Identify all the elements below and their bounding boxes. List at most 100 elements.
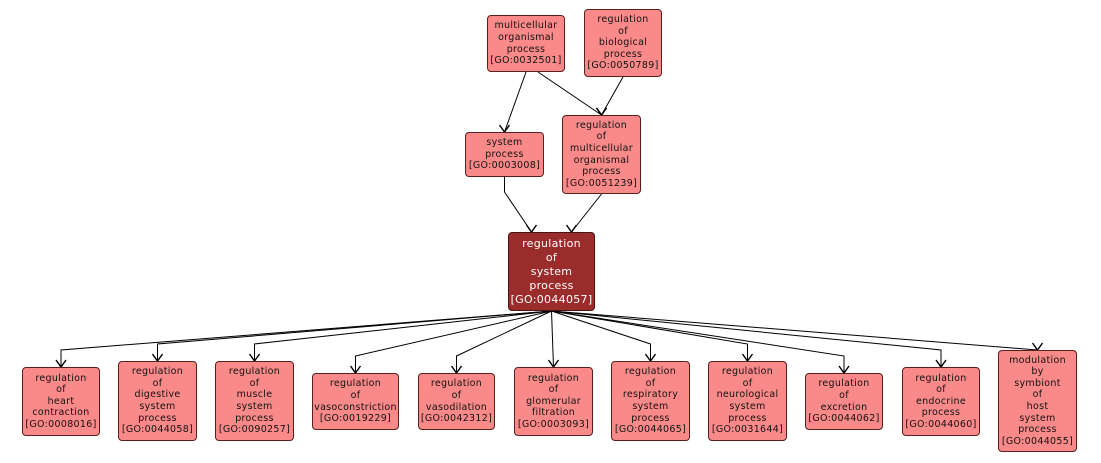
node-label-line: symbiont [1014,377,1061,389]
node-label-line: neurological [716,389,779,401]
node-label-line: of [451,389,462,401]
node-go-id: [GO:0042312] [420,413,493,425]
node-label-line: regulation [818,378,870,390]
node-label-line: of [548,384,559,396]
node-label-line: process [728,412,767,424]
node-label-line: multicellular [570,142,633,154]
node-label-line: contraction [32,407,90,419]
node-label-line: of [742,377,753,389]
edge-arrowhead [1031,342,1044,352]
node-label-line: of [350,389,361,401]
node-label-line: digestive [134,389,181,401]
node-go-id: [GO:0044058] [121,424,194,436]
node-label-line: system [1019,412,1056,424]
node-label-line: heart [47,395,75,407]
node-label-line: endocrine [915,395,967,407]
node-go-id: [GO:0031644] [711,424,784,436]
node-label-line: of [1032,389,1043,401]
edge-GO0044057-to-GO0019229 [355,310,552,373]
node-label-line: of [839,389,849,401]
node-label-line: system [139,401,176,412]
node-label-line: of [249,377,260,389]
node-label-line: regulation [522,236,581,250]
node-label-line: respiratory [622,389,679,401]
edge-GO0044057-to-GO0031644 [551,310,748,361]
node-label-line: process [921,407,961,419]
node-label-line: regulation [228,366,281,378]
node-label-line: regulation [329,378,382,390]
node-label-line: of [596,131,607,143]
node-label-line: system [236,401,273,412]
node-label-line: process [631,412,670,424]
edge-GO0044057-to-GO0008016 [60,310,552,367]
edge-arrowhead [565,224,578,234]
node-label-line: process [1018,424,1057,436]
node-go-id: [GO:0044065] [614,424,687,436]
node-label-line: regulation [624,366,677,378]
node-label-line: process [506,43,546,55]
node-label-line: regulation [131,366,184,378]
edge-GO0044057-to-GO0003093 [551,310,554,368]
node-label-line: process [485,148,524,160]
node-label-line: excretion [820,401,868,413]
node-go-id: [GO:0032501] [490,55,562,67]
node-label-line: of [545,250,558,264]
edge-GO0044057-to-GO0044058 [157,310,552,361]
node-label-line: by [1031,366,1044,378]
node-label-line: of [152,377,163,389]
node-label-line: multicellular [494,20,558,32]
edge-GO0003008-to-GO0044057 [504,177,532,233]
node-go-id: [GO:0003008] [468,160,541,172]
edge-GO0044057-to-GO0044065 [551,310,651,361]
node-label-line: process [529,278,574,292]
edge-GO0051239-to-GO0044057 [571,193,602,233]
node-label-line: modulation [1009,354,1066,366]
node-label-line: system [632,401,669,412]
edge-GO0032501-to-GO0003008 [504,71,527,133]
node-label-line: biological [598,37,648,49]
node-label-line: of [618,25,628,37]
node-go-id: [GO:0019229] [319,413,392,425]
edge-GO0044057-to-GO0090257 [254,310,552,361]
edge-GO0032501-to-GO0051239 [537,71,602,116]
edge-GO0044057-to-GO0044055 [551,310,1038,351]
node-label-line: filtration [531,407,576,419]
node-label-line: glomerular [526,395,581,407]
node-label-line: vasodilation [425,401,488,413]
node-label-line: system [486,137,523,149]
node-label-line: vasoconstriction [314,401,397,413]
node-label-line: process [582,166,621,178]
node-label-line: regulation [915,372,967,384]
node-label-line: of [645,377,656,389]
node-label-line: regulation [721,366,774,378]
node-go-id: [GO:0008016] [25,418,97,430]
edge-GO0050789-to-GO0051239 [601,76,624,116]
node-label-line: of [936,384,946,396]
node-go-id: [GO:0044057] [510,292,593,306]
node-label-line: regulation [575,119,628,131]
edge-GO0044057-to-GO0042312 [456,310,552,373]
node-label-line: process [235,412,274,424]
node-go-id: [GO:0003093] [517,418,590,430]
node-label-line: system [530,264,573,278]
node-go-id: [GO:0044060] [905,418,977,430]
node-go-id: [GO:0044055] [1001,435,1074,447]
node-go-id: [GO:0050789] [587,60,659,72]
node-go-id: [GO:0051239] [565,177,638,189]
